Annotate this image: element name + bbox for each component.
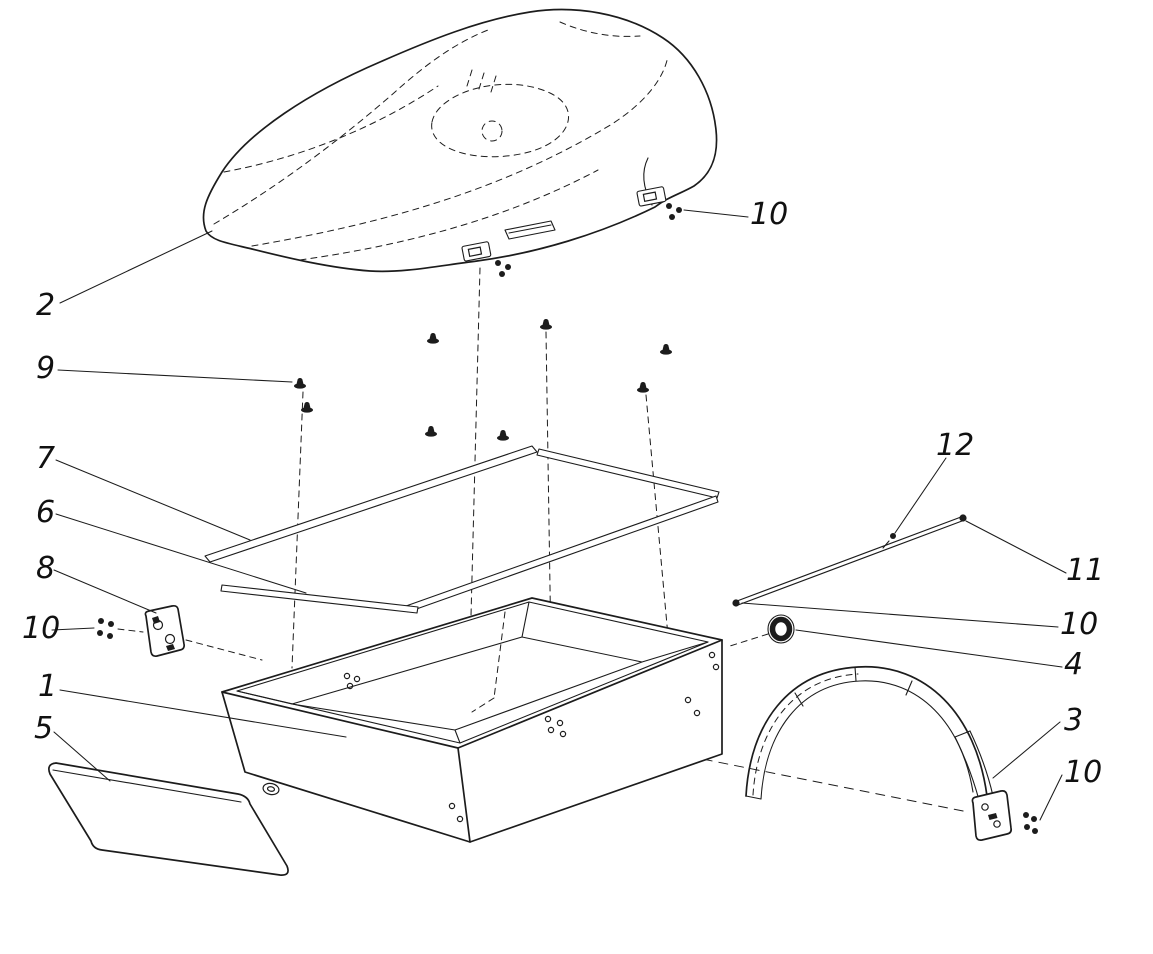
mounting-bracket — [144, 604, 186, 658]
callout-10-fender: 10 — [1039, 755, 1102, 821]
callout-label: 1 — [38, 669, 57, 704]
screw — [107, 633, 113, 639]
screw — [1032, 828, 1038, 834]
bumper — [497, 430, 509, 441]
rod-end-ball — [732, 599, 740, 607]
seat-bottom-plate — [504, 220, 556, 240]
callouts: 2 9 7 6 8 10 1 5 — [22, 197, 1104, 821]
drain-hole — [262, 782, 280, 796]
strap-bracket — [971, 789, 1013, 842]
bumper — [660, 344, 672, 355]
callout-label: 10 — [1060, 607, 1098, 642]
seat-latch-right — [636, 186, 682, 220]
bumper — [540, 319, 552, 330]
storage-box — [221, 597, 723, 843]
callout-4: 4 — [795, 629, 1083, 682]
screw — [669, 214, 675, 220]
rod-end-ball — [959, 514, 967, 522]
bumper — [427, 333, 439, 344]
tension-rod — [732, 514, 967, 607]
callout-10-rod: 10 — [741, 602, 1098, 642]
callout-label: 12 — [936, 428, 974, 463]
callout-11: 11 — [965, 520, 1104, 588]
callout-label: 4 — [1064, 647, 1083, 682]
screw — [1031, 816, 1037, 822]
fender-strap — [954, 730, 994, 801]
fender — [745, 666, 1013, 842]
bumper — [637, 382, 649, 393]
screws-fender — [1023, 812, 1038, 834]
screw — [666, 203, 672, 209]
trim-rail-7 — [204, 445, 720, 613]
bumper — [294, 378, 306, 389]
callout-label: 6 — [36, 495, 55, 530]
callout-label: 5 — [34, 711, 53, 746]
callout-10-seat: 10 — [683, 197, 788, 232]
bumper — [425, 426, 437, 437]
callout-label: 7 — [36, 441, 55, 476]
callout-label: 9 — [36, 351, 55, 386]
lid-panel — [48, 762, 289, 876]
callout-7: 7 — [36, 441, 251, 541]
callout-5: 5 — [34, 711, 111, 782]
screw — [495, 260, 501, 266]
callout-10-left: 10 — [22, 611, 95, 646]
box-silhouette — [221, 597, 723, 843]
callout-1: 1 — [38, 669, 347, 738]
screw — [1024, 824, 1030, 830]
callout-label: 3 — [1064, 703, 1083, 738]
callout-label: 8 — [36, 551, 55, 586]
callout-2: 2 — [36, 230, 213, 323]
callout-label: 11 — [1066, 553, 1104, 588]
callout-label: 10 — [1064, 755, 1102, 790]
screw — [499, 271, 505, 277]
seat-latch-left — [461, 241, 511, 277]
rubber-bumpers — [294, 319, 672, 441]
screw — [1023, 812, 1029, 818]
retaining-clip — [882, 533, 896, 549]
callout-label: 10 — [750, 197, 788, 232]
screw — [676, 207, 682, 213]
seat — [202, 8, 718, 273]
callout-9: 9 — [36, 351, 293, 386]
callout-8: 8 — [36, 551, 157, 614]
callout-12: 12 — [894, 428, 974, 534]
grommet — [767, 614, 795, 644]
screws-bracket — [97, 618, 114, 639]
screw — [505, 264, 511, 270]
callout-3: 3 — [992, 703, 1083, 779]
callout-label: 10 — [22, 611, 60, 646]
callout-6: 6 — [36, 495, 307, 594]
seat-outline — [202, 8, 718, 273]
bumper — [301, 402, 313, 413]
callout-label: 2 — [36, 288, 55, 323]
screw — [98, 618, 104, 624]
screw — [108, 621, 114, 627]
trim-rail-6 — [220, 584, 419, 614]
screw — [97, 630, 103, 636]
